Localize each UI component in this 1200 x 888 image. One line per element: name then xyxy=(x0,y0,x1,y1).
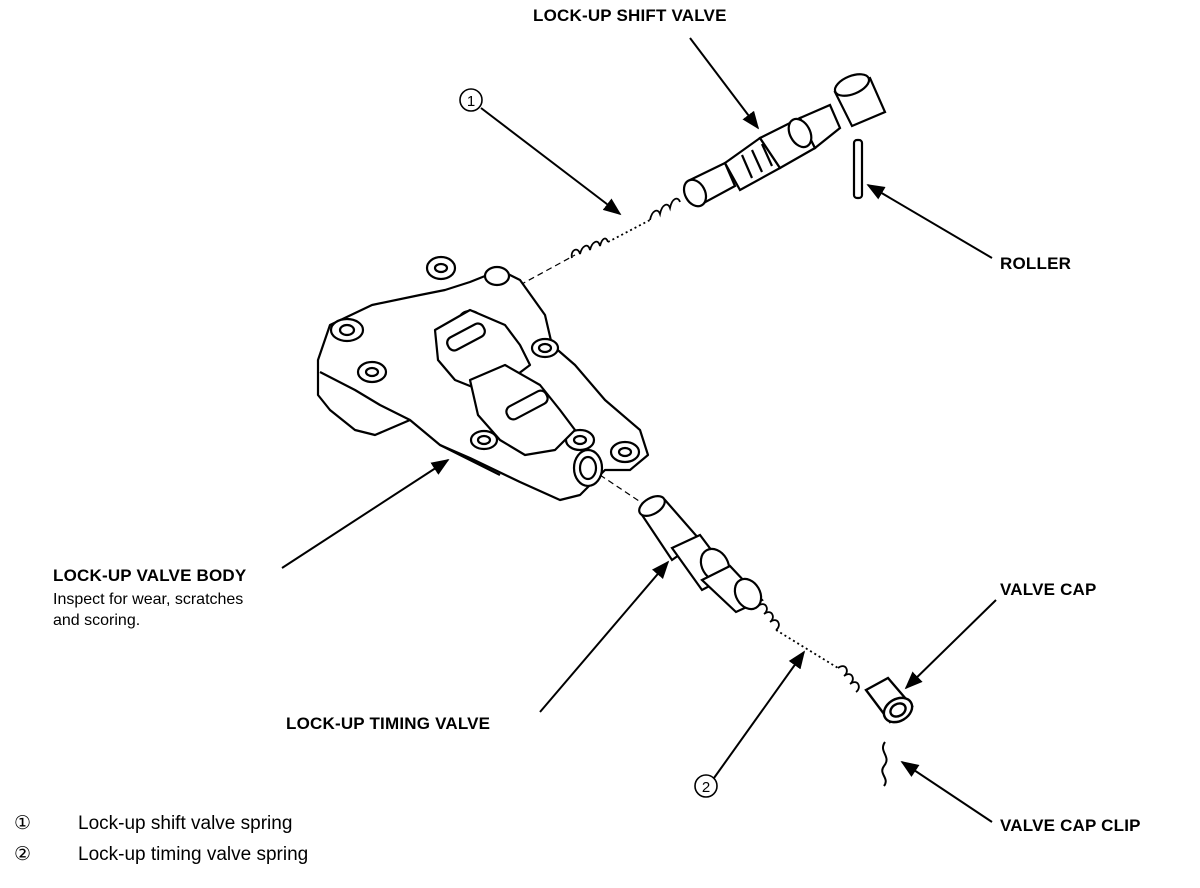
callout-circle-1: 1 xyxy=(459,88,483,112)
lock-up-shift-valve-spring xyxy=(570,197,681,259)
lock-up-shift-valve xyxy=(682,103,842,208)
label-valve-cap-clip: VALVE CAP CLIP xyxy=(1000,816,1141,835)
callout-1-number: 1 xyxy=(467,93,475,110)
lock-up-timing-valve-spring xyxy=(757,603,860,693)
label-roller: ROLLER xyxy=(1000,254,1072,273)
lock-up-timing-valve xyxy=(638,495,764,614)
legend-item-1: ① Lock-up shift valve spring xyxy=(14,812,292,836)
label-lock-up-valve-body: LOCK-UP VALVE BODY xyxy=(53,566,247,585)
leader-lines xyxy=(281,37,997,823)
callout-circle-2: 2 xyxy=(694,774,718,798)
valve-cap-clip xyxy=(881,741,888,787)
valve-body-note-line-1: Inspect for wear, scratches xyxy=(53,591,244,608)
valve-cap xyxy=(864,676,914,724)
legend-item-2: ② Lock-up timing valve spring xyxy=(14,843,308,867)
valve-body-note-line-2: and scoring. xyxy=(53,612,141,629)
label-lock-up-shift-valve: LOCK-UP SHIFT VALVE xyxy=(533,6,727,25)
callout-2-number: 2 xyxy=(702,779,710,796)
assembly-axis-lines xyxy=(519,254,646,506)
label-lock-up-timing-valve: LOCK-UP TIMING VALVE xyxy=(286,714,491,733)
legend-text-1: Lock-up shift valve spring xyxy=(78,813,293,834)
legend-text-2: Lock-up timing valve spring xyxy=(78,844,309,865)
legend-number-1: ① xyxy=(14,813,32,834)
roller-assembly xyxy=(833,73,887,200)
legend-number-2: ② xyxy=(14,844,32,865)
lock-up-valve-body xyxy=(316,255,650,502)
label-valve-cap: VALVE CAP xyxy=(1000,580,1097,599)
